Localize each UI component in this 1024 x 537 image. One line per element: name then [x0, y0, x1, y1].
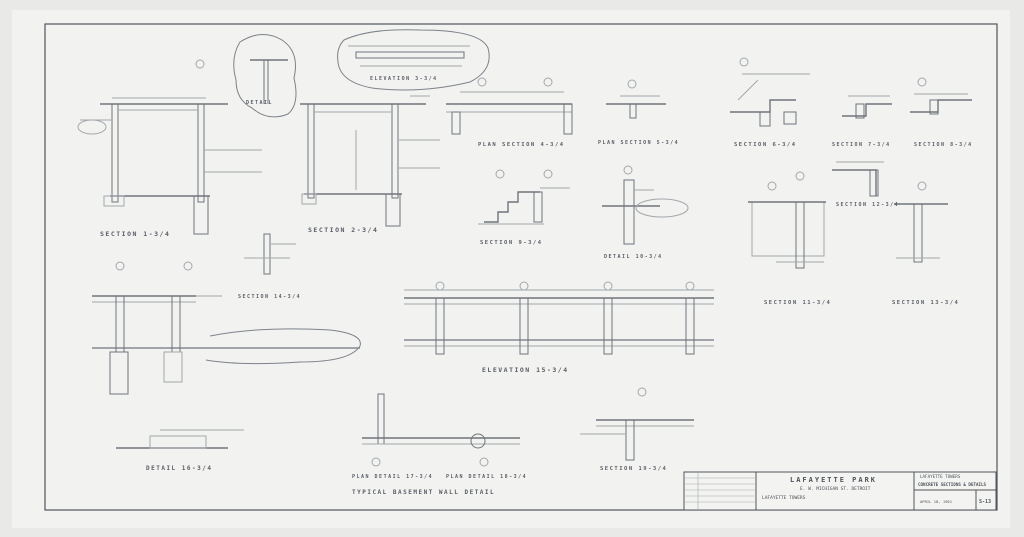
- section-1-drawing: [77, 59, 262, 235]
- section-8-drawing: [910, 77, 972, 115]
- label-plan-section-b: PLAN SECTION 5-3/4: [598, 140, 679, 146]
- label-detail-10: DETAIL 10-3/4: [604, 254, 663, 260]
- section-11-drawing: [748, 171, 826, 269]
- label-section-12: SECTION 12-3/4: [836, 202, 899, 208]
- project-name: LAFAYETTE PARK: [790, 476, 877, 484]
- label-plan-detail-a: PLAN DETAIL 17-3/4: [352, 474, 433, 480]
- label-plan-detail-b: PLAN DETAIL 18-3/4: [446, 474, 527, 480]
- border-frame: [44, 23, 998, 511]
- label-section-7: SECTION 7-3/4: [832, 142, 891, 148]
- label-section-13: SECTION 13-3/4: [892, 300, 959, 306]
- elevation-drawing: [404, 281, 714, 355]
- elevation-bubble-drawing: [337, 29, 490, 91]
- label-section-2: SECTION 2-3/4: [308, 226, 378, 234]
- paper: [12, 10, 1010, 528]
- project-subtitle: LAFAYETTE TOWERS: [762, 495, 806, 501]
- label-typical-wall: TYPICAL BASEMENT WALL DETAIL: [352, 489, 495, 496]
- section-9-drawing: [478, 169, 570, 225]
- label-section-9: SECTION 9-3/4: [480, 240, 543, 246]
- label-plan-section-a: PLAN SECTION 4-3/4: [478, 142, 565, 148]
- typical-section-drawing: [92, 261, 361, 395]
- label-elevation-bubble: ELEVATION 3-3/4: [370, 76, 438, 82]
- plan-section-a-drawing: [446, 77, 573, 135]
- sheet-tag: LAFAYETTE TOWERS: [920, 474, 961, 479]
- section-2-drawing: [300, 95, 440, 227]
- plan-detail-drawing: [362, 393, 520, 467]
- section-6-drawing: [730, 57, 810, 127]
- label-section-14: SECTION 14-3/4: [238, 294, 301, 300]
- detail-10-drawing: [602, 165, 689, 245]
- sheet-title: CONCRETE SECTIONS & DETAILS: [918, 482, 987, 487]
- plan-section-b-drawing: [606, 79, 666, 119]
- title-block: LAFAYETTE PARK E. W. MICHIGAN ST. DETROI…: [683, 471, 997, 511]
- detail-bubble-drawing: [233, 34, 297, 118]
- section-19-drawing: [580, 387, 694, 461]
- project-location: E. W. MICHIGAN ST. DETROIT: [800, 486, 871, 492]
- label-section-8: SECTION 8-3/4: [914, 142, 973, 148]
- drawing-date: APRIL 18, 1961: [920, 499, 953, 504]
- label-section-11: SECTION 11-3/4: [764, 300, 831, 306]
- section-14-drawing: [244, 233, 296, 275]
- label-detail-bubble: DETAIL: [246, 100, 273, 106]
- label-section-1: SECTION 1-3/4: [100, 230, 170, 238]
- section-13-drawing: [894, 181, 948, 263]
- section-12-drawing: [832, 161, 884, 197]
- label-section-19: SECTION 19-3/4: [600, 466, 667, 472]
- detail-16-drawing: [116, 429, 244, 449]
- drawing-number: S-13: [979, 499, 991, 505]
- label-section-6: SECTION 6-3/4: [734, 142, 797, 148]
- section-7-drawing: [842, 95, 892, 119]
- label-elevation: ELEVATION 15-3/4: [482, 366, 569, 374]
- label-detail-16: DETAIL 16-3/4: [146, 465, 212, 472]
